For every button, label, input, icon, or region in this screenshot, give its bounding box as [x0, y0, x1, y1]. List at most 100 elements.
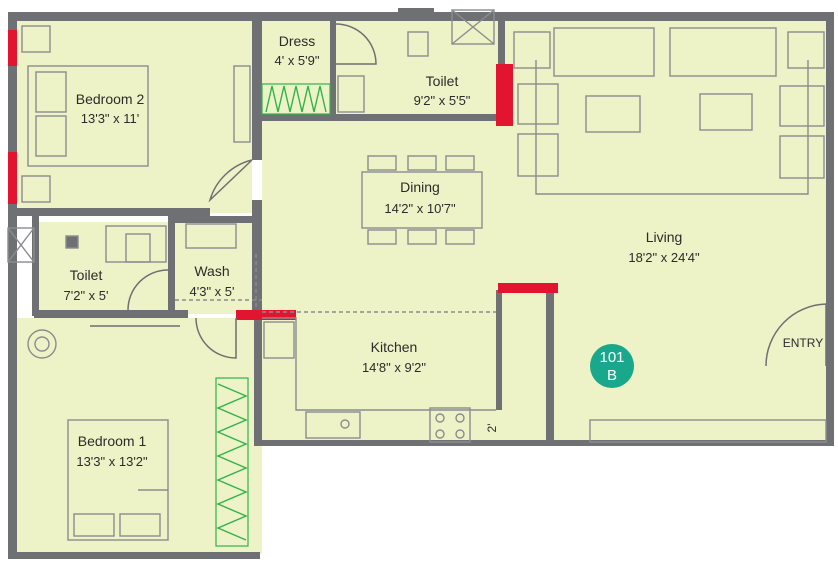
bedroom-1-name: Bedroom 1 — [78, 433, 147, 449]
chair — [407, 155, 437, 171]
toilet-left-floor — [38, 222, 170, 314]
dress-dim: 4' x 5'9" — [275, 53, 320, 68]
unit-badge: 101 B — [590, 344, 634, 388]
opening — [505, 64, 513, 126]
bed — [67, 419, 169, 541]
dress-rack — [261, 83, 331, 115]
lamp — [27, 329, 57, 359]
wash-basin — [185, 223, 237, 249]
lamp-inner — [34, 336, 50, 352]
bedroom-2-dim: 13'3" x 11' — [81, 111, 140, 126]
wardrobe — [233, 65, 251, 143]
opening — [8, 152, 17, 204]
wash-dim: 4'3" x 5' — [190, 284, 235, 299]
wash-floor — [170, 222, 260, 314]
door-swing — [208, 159, 253, 203]
rack-zigzag — [216, 383, 248, 541]
opening — [498, 283, 558, 293]
wall — [8, 552, 260, 559]
lounge-chair — [779, 85, 825, 127]
floor-areas — [14, 20, 828, 554]
entry-label: ENTRY — [783, 336, 823, 350]
wall — [506, 12, 832, 21]
wall — [32, 216, 39, 316]
living-dim: 18'2" x 24'4" — [628, 250, 700, 265]
toilet-left-fixtures — [7, 223, 237, 263]
wall — [168, 216, 175, 314]
door-swing — [127, 269, 169, 311]
rack-zigzag — [265, 85, 327, 113]
pillow — [73, 513, 115, 537]
wall — [256, 12, 506, 21]
burner — [435, 413, 445, 423]
opening — [8, 30, 17, 66]
dining-set — [361, 155, 483, 245]
kitchen-name: Kitchen — [371, 339, 418, 355]
burner — [435, 429, 445, 439]
wall — [330, 20, 336, 118]
toilet-left-name: Toilet — [70, 267, 103, 283]
chair — [367, 229, 397, 245]
kitchen-dim: 14'8" x 9'2" — [362, 360, 426, 375]
toilet-left-dim: 7'2" x 5' — [64, 288, 109, 303]
lounge-chair — [517, 83, 559, 125]
chair — [407, 229, 437, 245]
dress-name: Dress — [279, 33, 316, 49]
opening — [236, 310, 296, 320]
toilet-top-name: Toilet — [426, 73, 459, 89]
kitchen-counter — [175, 254, 496, 443]
wall — [546, 290, 554, 442]
wall — [496, 290, 502, 410]
wall — [175, 216, 255, 223]
basin — [337, 75, 365, 113]
counter-outline — [262, 317, 496, 411]
wc — [407, 31, 429, 57]
burner — [455, 413, 465, 423]
pillow — [35, 71, 67, 113]
unit-number: 101 — [599, 349, 624, 366]
burner — [455, 429, 465, 439]
bedroom-1-dim: 13'3" x 13'2" — [76, 454, 148, 469]
shower — [7, 227, 35, 263]
sofa-left — [553, 27, 655, 77]
window-vent — [398, 8, 434, 14]
kitchen-gap-label: 2' — [485, 424, 499, 433]
sofa-right — [669, 27, 777, 77]
living-furniture — [513, 27, 827, 443]
wall — [10, 12, 256, 21]
lounge-chair — [517, 133, 559, 177]
bedroom-1-furniture — [27, 329, 169, 541]
rug-outline — [535, 60, 809, 195]
shower — [451, 9, 495, 45]
side-table — [21, 175, 51, 203]
openings — [8, 30, 558, 320]
doors — [90, 23, 827, 367]
bedroom-2-name: Bedroom 2 — [76, 91, 145, 107]
living-dining-floor — [262, 20, 828, 442]
door-swing — [765, 303, 827, 367]
unit-block: B — [607, 367, 617, 384]
rack — [215, 377, 249, 547]
wall — [252, 20, 262, 160]
wall — [34, 310, 188, 318]
wall — [254, 316, 262, 446]
bed — [27, 65, 149, 167]
chair — [445, 229, 475, 245]
dining-table — [361, 171, 483, 229]
shower-x — [451, 9, 495, 45]
dining-name: Dining — [400, 179, 440, 195]
lounge-chair — [779, 135, 825, 179]
sink-drain — [340, 419, 350, 429]
armchair — [513, 31, 551, 69]
bedroom-1-rack — [215, 377, 249, 547]
wall — [14, 208, 210, 216]
rack — [261, 83, 331, 115]
wall — [262, 114, 502, 121]
unit-badge-circle — [590, 344, 634, 388]
wall — [826, 12, 834, 442]
coffee-table — [699, 93, 753, 131]
pillow — [119, 513, 161, 537]
bedroom-2-furniture — [21, 25, 251, 203]
door-swing — [335, 23, 377, 65]
